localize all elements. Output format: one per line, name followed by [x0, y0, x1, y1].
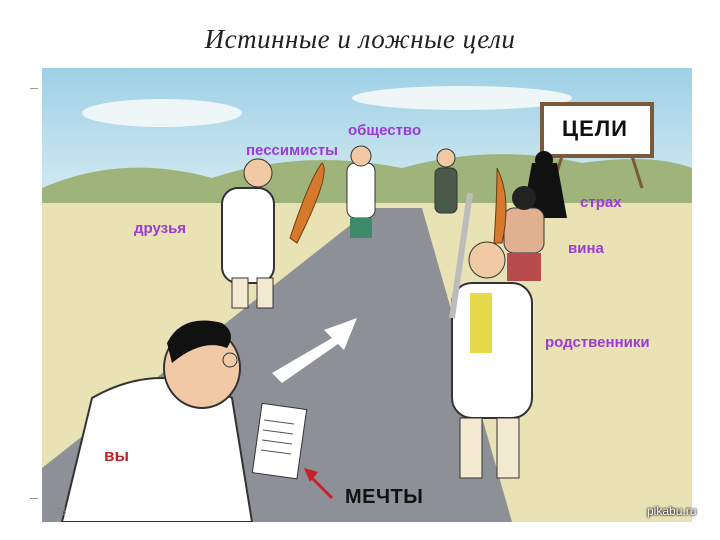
watermark: pikabu.ru [647, 504, 697, 518]
slide-title: Истинные и ложные цели [204, 24, 516, 54]
goals-sign [540, 102, 654, 158]
label-relatives: родственники [545, 334, 650, 351]
divider [30, 88, 38, 89]
label-guilt: вина [568, 240, 604, 257]
cartoon-scene [42, 68, 692, 522]
road-arrow [272, 318, 357, 383]
sign-goals-text: ЦЕЛИ [562, 116, 628, 141]
cloud [82, 99, 242, 127]
label-dreams: МЕЧТЫ [345, 486, 424, 508]
cartoon-illustration: ЦЕЛИ общество пессимисты друзья страх ви… [42, 68, 692, 522]
figure-friends [221, 158, 325, 309]
figure-pessimist [346, 145, 376, 238]
figure-guilt [503, 186, 545, 281]
label-society: общество [348, 122, 422, 139]
divider [30, 498, 38, 499]
figure-society [434, 148, 458, 214]
dream-paper [251, 402, 308, 480]
cloud [352, 86, 572, 110]
label-you: вы [104, 446, 129, 465]
figure-relatives [449, 167, 533, 479]
figure-you [60, 320, 308, 522]
label-friends: друзья [134, 220, 187, 237]
label-fear: страх [580, 194, 622, 211]
label-pessimists: пессимисты [246, 142, 338, 159]
sign-post [630, 155, 644, 189]
dreams-arrowhead [304, 468, 318, 482]
page-number: 26 [54, 506, 67, 518]
